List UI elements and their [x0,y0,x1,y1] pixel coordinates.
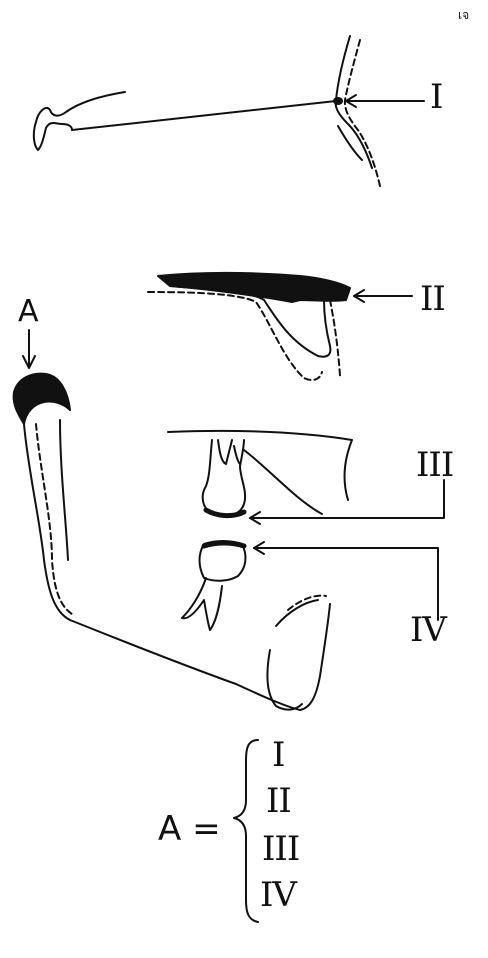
section-i-tracing [34,36,424,186]
mandible-posterior-border [60,420,68,560]
sella-nasion-line [72,101,336,130]
lower-molar-roots [182,578,222,630]
equation-curly-brace [234,740,258,922]
label-section-iv: IV [410,613,446,647]
condyle-shadow [14,374,70,424]
equation-term-i: I [272,738,284,772]
mandible-tracing [14,330,330,710]
label-section-i: I [430,80,442,114]
equation-term-ii: II [266,784,291,818]
equation-lhs: A = [158,812,221,846]
nasion-point-marker [333,97,343,105]
section-iv-tracing [182,541,438,630]
equation-term-iii: III [262,832,299,866]
maxilla-outline-dashed [148,292,322,380]
sella-turcica-outline [34,92,125,150]
equation-term-iv: IV [260,878,296,912]
section-ii-tracing [148,273,412,380]
mandible-ramus-outline-dashed [36,424,72,614]
label-a: A [18,297,39,327]
page-mark: เจ [458,9,469,21]
upper-occlusal-plane [168,431,352,500]
lower-molar-occlusal-shadow [204,543,244,546]
upper-molar-roots [218,440,240,464]
label-section-ii: II [420,282,445,316]
frontal-bone-outline-dashed [345,40,380,186]
section-iii-tracing [168,431,444,524]
mandible-ramus-outline [24,424,330,710]
symphysis-outline [268,650,302,710]
label-section-iii: III [416,448,453,482]
incisor-root-dashed [330,300,340,376]
upper-molar-crown [203,440,245,516]
maxillary-tuberosity [244,450,322,514]
